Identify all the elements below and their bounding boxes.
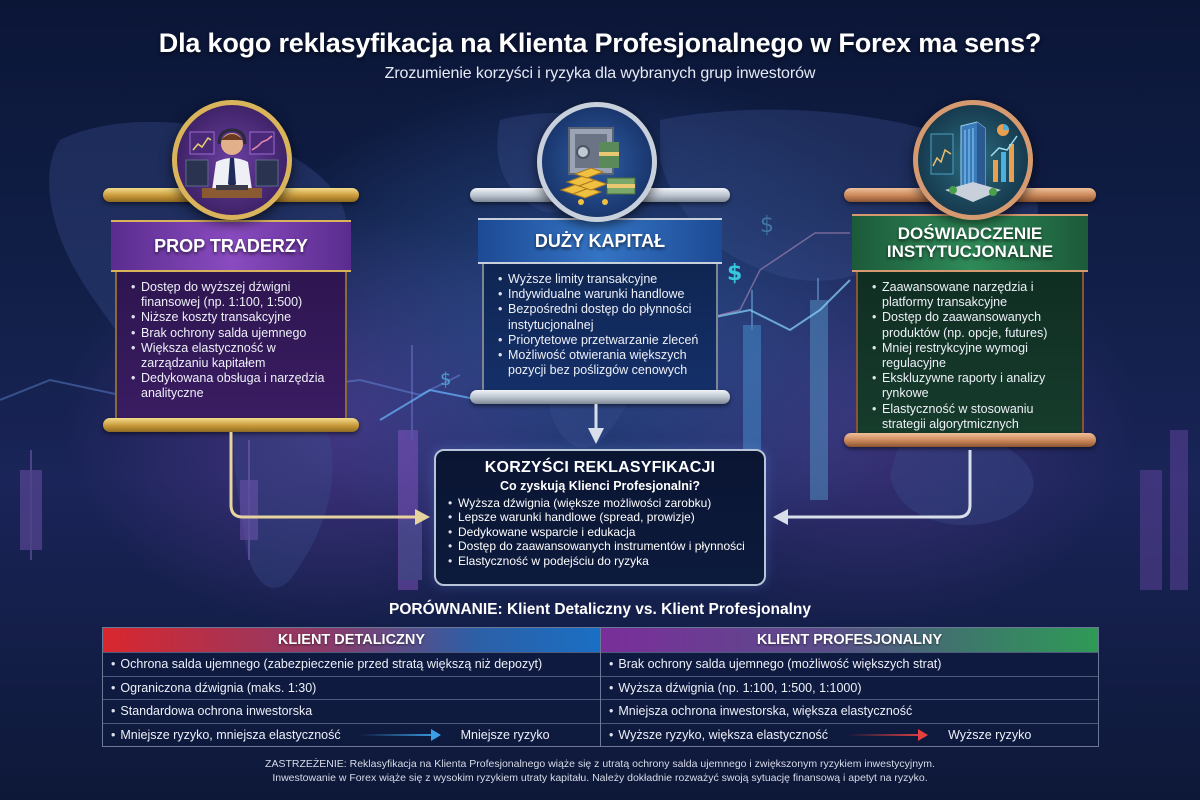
bullet-icon: • xyxy=(111,704,116,719)
bullet-icon: • xyxy=(111,657,116,672)
bullet-icon: • xyxy=(111,727,116,742)
card-bullet-list: Dostęp do wyższej dźwigni finansowej (np… xyxy=(131,280,335,402)
list-item: Dedykowane wsparcie i edukacja xyxy=(448,525,752,540)
risk-label: Mniejsze ryzyko xyxy=(460,727,550,742)
row-text: Mniejsze ryzyko, mniejsza elastyczność xyxy=(120,727,341,742)
large-capital-medallion xyxy=(537,102,657,222)
professional-header: KLIENT PROFESJONALNY xyxy=(601,628,1098,652)
table-row: • Ograniczona dźwignia (maks. 1:30) xyxy=(103,675,600,699)
card-banner: PROP TRADERZY xyxy=(111,220,351,272)
scroll-rod-bottom xyxy=(844,433,1096,447)
card-title: DUŻY KAPITAŁ xyxy=(534,230,666,251)
card-title-line-2: INSTYTUCJONALNE xyxy=(886,242,1054,261)
list-item: Zaawansowane narzędzia i platformy trans… xyxy=(872,280,1072,310)
institutional-medallion xyxy=(913,100,1033,220)
table-row: • Brak ochrony salda ujemnego (możliwość … xyxy=(601,652,1098,676)
retail-column: KLIENT DETALICZNY • Ochrona salda ujemneg… xyxy=(103,628,600,746)
card-body: Wyższe limity transakcyjne Indywidualne … xyxy=(482,264,718,392)
list-item: Wyższa dźwignia (większe możliwości zaro… xyxy=(448,496,752,511)
list-item: Indywidualne warunki handlowe xyxy=(498,287,706,302)
list-item: Dostęp do wyższej dźwigni finansowej (np… xyxy=(131,280,335,310)
list-item: Elastyczność w stosowaniu strategii algo… xyxy=(872,402,1072,432)
card-body: Dostęp do wyższej dźwigni finansowej (np… xyxy=(115,272,347,418)
list-item: Elastyczność w podejściu do ryzyka xyxy=(448,554,752,569)
list-item: Większa elastyczność w zarządzaniu kapit… xyxy=(131,341,335,371)
list-item: Dedykowana obsługa i narzędzia analitycz… xyxy=(131,371,335,401)
row-text: Wyższa dźwignia (np. 1:100, 1:500, 1:100… xyxy=(618,680,862,695)
card-banner: DOŚWIADCZENIE INSTYTUCJONALNE xyxy=(852,214,1088,272)
benefits-list: Wyższa dźwignia (większe możliwości zaro… xyxy=(448,496,752,568)
table-row: • Wyższe ryzyko, większa elastyczność Wy… xyxy=(601,722,1098,746)
page-title: Dla kogo reklasyfikacja na Klienta Profe… xyxy=(158,28,1042,58)
retail-header: KLIENT DETALICZNY xyxy=(103,628,600,652)
list-item: Lepsze warunki handlowe (spread, prowizj… xyxy=(448,510,752,525)
list-item: Dostęp do zaawansowanych produktów (np. … xyxy=(872,310,1072,340)
list-item: Wyższe limity transakcyjne xyxy=(498,272,706,287)
prop-trader-medallion xyxy=(172,100,292,220)
table-row: • Standardowa ochrona inwestorska xyxy=(103,699,600,723)
card-bullet-list: Zaawansowane narzędzia i platformy trans… xyxy=(872,280,1072,432)
card-title-line-1: DOŚWIADCZENIE xyxy=(897,224,1043,244)
disclaimer-line-2: Inwestowanie w Forex wiąże się z wysokim… xyxy=(272,772,928,784)
card-bullet-list: Wyższe limity transakcyjne Indywidualne … xyxy=(498,272,706,378)
list-item: Bezpośredni dostęp do płynności instytuc… xyxy=(498,302,706,332)
list-item: Mniej restrykcyjne wymogi regulacyjne xyxy=(872,341,1072,371)
trader-at-desk-icon xyxy=(185,128,279,198)
table-row: • Mniejsza ochrona inwestorska, większa e… xyxy=(601,699,1098,723)
row-text: Ograniczona dźwignia (maks. 1:30) xyxy=(120,680,317,695)
scroll-rod-bottom xyxy=(103,418,359,432)
card-prop-traderzy: PROP TRADERZY Dostęp do wyższej dźwigni … xyxy=(103,188,359,432)
card-banner: DUŻY KAPITAŁ xyxy=(478,218,722,264)
row-text: Mniejsza ochrona inwestorska, większa el… xyxy=(618,704,913,719)
arrow-right-icon xyxy=(358,728,441,741)
bullet-icon: • xyxy=(609,657,614,672)
card-doswiadczenie-instytucjonalne: DOŚWIADCZENIE INSTYTUCJONALNE Zaawansowa… xyxy=(844,188,1096,447)
row-text: Standardowa ochrona inwestorska xyxy=(120,704,313,719)
table-row: • Wyższa dźwignia (np. 1:100, 1:500, 1:10… xyxy=(601,675,1098,699)
scroll-rod-bottom xyxy=(470,390,730,404)
vault-gold-cash-icon xyxy=(559,127,636,205)
list-item: Priorytetowe przetwarzanie zleceń xyxy=(498,333,706,348)
page-subtitle: Zrozumienie korzyści i ryzyka dla wybran… xyxy=(384,65,816,82)
card-title: PROP TRADERZY xyxy=(154,235,308,256)
list-item: Brak ochrony salda ujemnego xyxy=(131,326,335,341)
disclaimer-line-1: ZASTRZEŻENIE: Reklasyfikacja na Klienta … xyxy=(265,758,935,770)
bullet-icon: • xyxy=(609,727,614,742)
table-row: • Ochrona salda ujemnego (zabezpieczenie … xyxy=(103,652,600,676)
professional-column: KLIENT PROFESJONALNY • Brak ochrony salda… xyxy=(600,628,1098,746)
comparison-title: PORÓWNANIE: Klient Detaliczny vs. Klient… xyxy=(388,601,812,618)
row-text: Wyższe ryzyko, większa elastyczność xyxy=(618,727,829,742)
row-text: Ochrona salda ujemnego (zabezpieczenie p… xyxy=(120,657,543,672)
bullet-icon: • xyxy=(609,680,614,695)
table-row: • Mniejsze ryzyko, mniejsza elastyczność… xyxy=(103,722,600,746)
risk-label: Wyższe ryzyko xyxy=(948,727,1032,742)
comparison-table: KLIENT DETALICZNY • Ochrona salda ujemneg… xyxy=(102,627,1099,747)
list-item: Niższe koszty transakcyjne xyxy=(131,310,335,325)
list-item: Ekskluzywne raporty i analizy rynkowe xyxy=(872,371,1072,401)
list-item: Możliwość otwierania większych pozycji b… xyxy=(498,348,706,378)
list-item: Dostęp do zaawansowanych instrumentów i … xyxy=(448,539,752,554)
disclaimer: ZASTRZEŻENIE: Reklasyfikacja na Klienta … xyxy=(0,757,1200,785)
card-body: Zaawansowane narzędzia i platformy trans… xyxy=(856,272,1084,434)
arrow-right-icon xyxy=(846,728,929,741)
office-building-charts-icon xyxy=(930,121,1018,202)
benefits-subtitle: Co zyskują Klienci Profesjonalni? xyxy=(499,479,701,493)
benefits-title: KORZYŚCI REKLASYFIKACJI xyxy=(484,459,716,476)
bullet-icon: • xyxy=(609,704,614,719)
bullet-icon: • xyxy=(111,680,116,695)
benefits-box: KORZYŚCI REKLASYFIKACJI Co zyskują Klien… xyxy=(434,449,766,586)
row-text: Brak ochrony salda ujemnego (możliwość w… xyxy=(618,657,942,672)
